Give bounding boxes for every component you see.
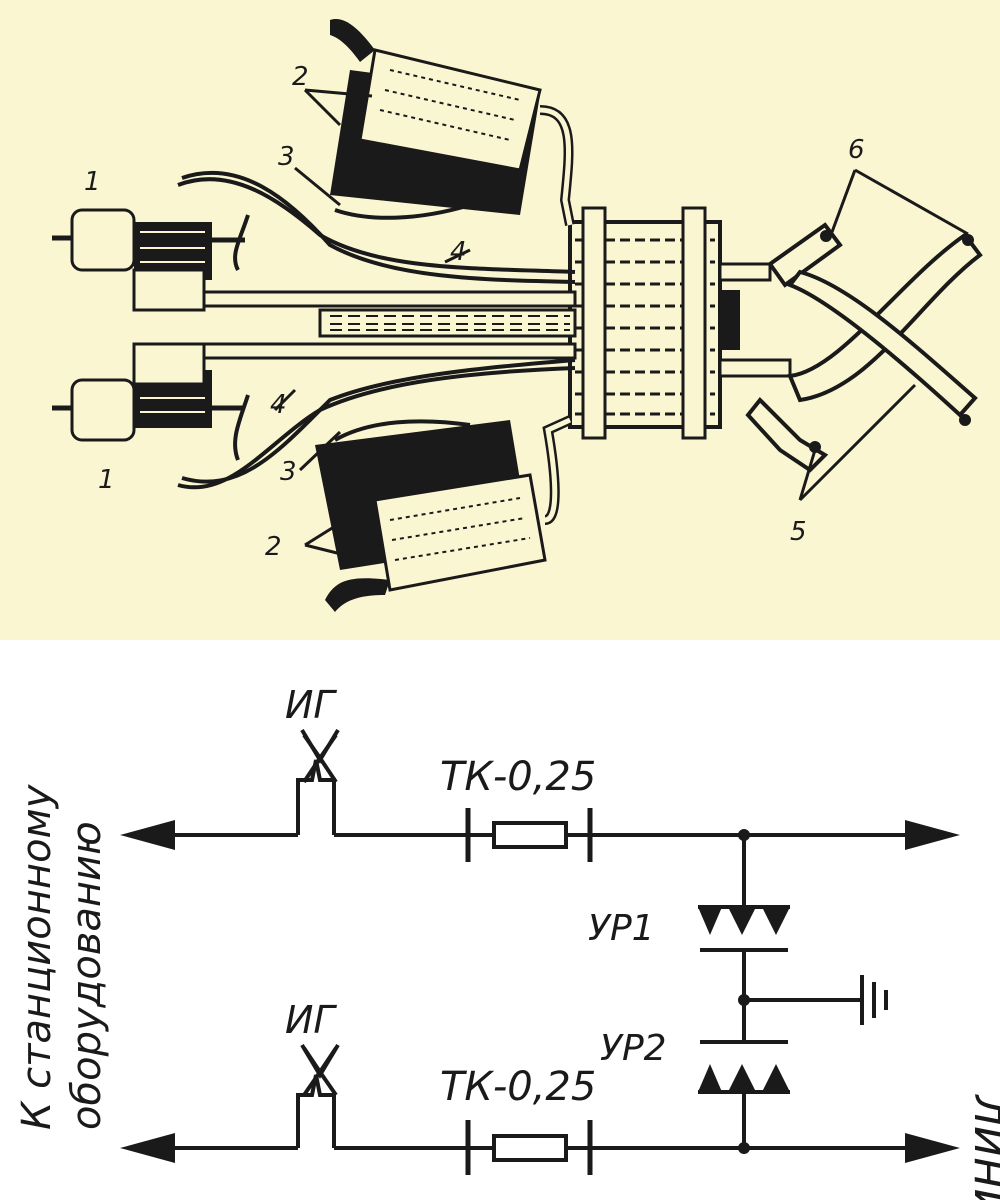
ground-symbol <box>860 975 888 1025</box>
protector-ur1-symbol <box>698 905 790 952</box>
protector-lower <box>315 420 547 612</box>
arrester-bottom-label: ИГ <box>285 998 337 1042</box>
lower-conductor <box>120 1043 960 1175</box>
left-label-line1: К станционному <box>14 783 60 1130</box>
mounting-brackets <box>745 222 983 473</box>
callout-5: 5 <box>790 517 807 547</box>
callout-3-upper: 3 <box>278 142 295 172</box>
protector-ur2-symbol <box>698 1040 790 1094</box>
gas-arrester-upper <box>302 733 338 784</box>
callout-labels: 2 3 4 1 1 4 3 2 6 5 <box>84 62 865 562</box>
fuse-top-label: ТК-0,25 <box>440 754 596 800</box>
connection-wires <box>177 105 576 525</box>
callout-2-upper: 2 <box>292 62 309 92</box>
protector-upper <box>330 19 542 215</box>
device-illustration: 2 3 4 1 1 4 3 2 6 5 <box>0 0 1000 640</box>
terminal-clamp-block <box>568 206 740 440</box>
callout-leaders <box>273 88 969 557</box>
protector-bottom-label: УР2 <box>600 1028 667 1069</box>
callout-1-lower: 1 <box>98 465 115 495</box>
lower-left-arrow <box>120 1133 175 1163</box>
callout-4-upper: 4 <box>450 237 467 267</box>
callout-2-lower: 2 <box>265 532 282 562</box>
callout-4-lower: 4 <box>270 390 287 420</box>
callout-3-lower: 3 <box>280 457 297 487</box>
fuse-bottom-label: ТК-0,25 <box>440 1064 596 1110</box>
protector-top-label: УР1 <box>588 908 655 949</box>
left-label-line2: оборудованию <box>64 821 110 1130</box>
upper-left-arrow <box>120 820 175 850</box>
right-label-line: линия <box>963 1094 1000 1200</box>
gas-arrester-lower <box>302 1046 338 1097</box>
upper-right-arrow <box>905 820 960 850</box>
arrester-top-label: ИГ <box>285 683 337 727</box>
callout-6: 6 <box>848 135 865 165</box>
lower-right-arrow <box>905 1133 960 1163</box>
protector-branch <box>698 835 888 1148</box>
callout-1-upper: 1 <box>84 167 101 197</box>
circuit-schematic: К станционному оборудованию линия <box>14 683 1000 1204</box>
fuse-cartridge-lower <box>52 342 245 442</box>
schematic-labels: ИГ ИГ ТК-0,25 ТК-0,25 УР1 УР2 <box>285 683 667 1110</box>
left-side-label: К станционному оборудованию <box>14 783 110 1130</box>
